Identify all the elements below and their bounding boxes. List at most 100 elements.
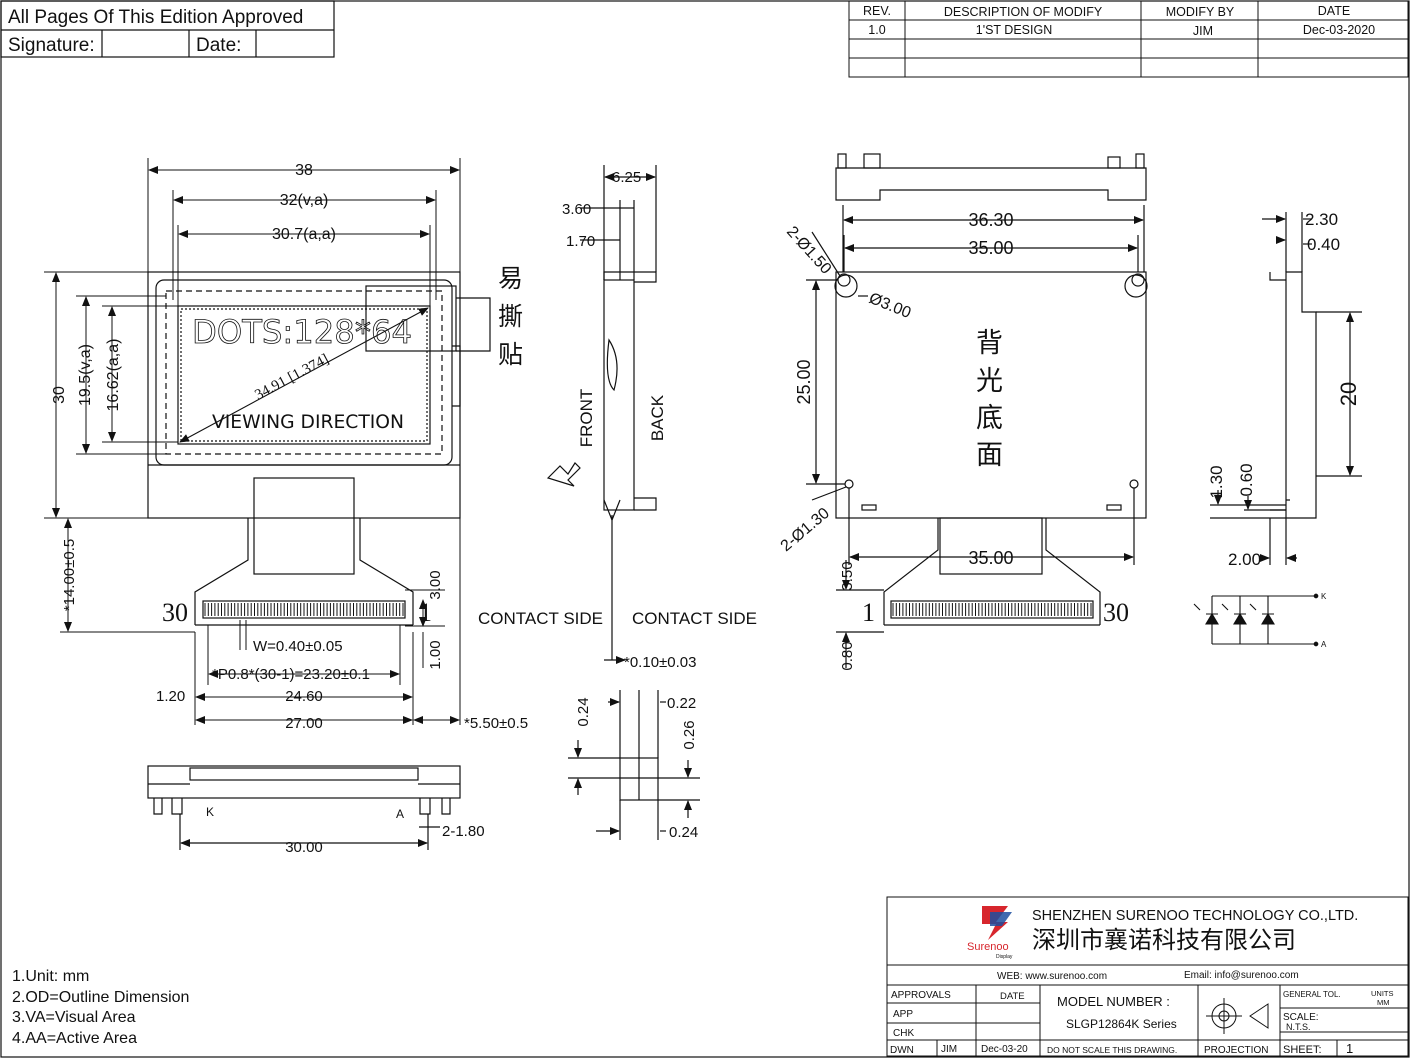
dim-back-350: 3.50 [839,561,856,590]
pin-width: W=0.40±0.05 [253,638,343,655]
dim-back-3630: 36.30 [968,210,1013,230]
diagonal-label: 34.91 [1.374] [252,351,331,403]
projection-label: PROJECTION [1204,1045,1268,1056]
dim-right-200: 2.00 [1228,550,1261,569]
app-label: APP [893,1009,913,1020]
desc-header: DESCRIPTION OF MODIFY [944,5,1103,19]
back-char-1: 背 [976,328,1003,358]
side-view [546,165,657,664]
back-char-3: 底 [976,403,1003,433]
dim-outline-height: 30 [51,386,68,404]
bottom-view [147,765,461,850]
dim-right-040: 0.40 [1307,235,1340,254]
dim-right-20: 20 [1336,382,1361,406]
peel-char-3: 贴 [498,341,523,369]
front-dimensions [44,158,461,725]
modify-by-header: MODIFY BY [1166,5,1235,19]
dim-fpc-length: *14.00±0.5 [61,539,78,611]
sheet-value: 1 [1346,1041,1353,1056]
modify-by-cell: JIM [1193,24,1213,38]
model-number: SLGP12864K Series [1066,1017,1177,1031]
led-schematic [1193,593,1319,647]
dim-bottom-30: 30.00 [285,839,323,856]
dim-2700: 27.00 [285,715,323,732]
web-label: WEB: www.surenoo.com [997,971,1107,982]
dim-550: *5.50±0.5 [464,715,528,732]
approvals-label: APPROVALS [891,990,951,1001]
dim-active-width: 30.7(a,a) [272,226,336,243]
dim-back-080: 0.80 [839,641,856,670]
company-logo [982,906,1012,940]
hole-130-label: 2-Ø1.30 [778,505,833,555]
led-label-k: K [1321,592,1327,601]
contact-side-right: CONTACT SIDE [632,609,757,628]
dim-visual-width: 32(v,a) [280,192,329,209]
date-cell: Dec-03-2020 [1303,23,1375,37]
note-2: 2.OD=Outline Dimension [12,989,189,1006]
led-label-a: A [1321,640,1327,649]
note-1: 1.Unit: mm [12,968,89,985]
dim-right-230: 2.30 [1305,210,1338,229]
hole-300-label: Ø3.00 [867,290,914,322]
side-front-label: FRONT [577,389,596,448]
back-char-2: 光 [976,366,1003,396]
back-pin-30: 30 [1103,598,1129,627]
contact-side-left: CONTACT SIDE [478,609,603,628]
units-value: MM [1377,998,1390,1007]
dim-1: 1.00 [427,640,444,669]
detail-dim-026: 0.26 [681,720,698,749]
side-back-label: BACK [648,394,667,441]
dim-active-height: 16.62(a,a) [105,339,122,412]
approval-box [0,0,335,58]
dwn-name: JIM [941,1044,957,1055]
dots-label: DOTS:128*64 [192,313,412,351]
tb-date-label: DATE [1000,991,1025,1002]
bottom-label-k: K [206,805,214,819]
front-pin-30: 30 [162,598,188,627]
note-4: 4.AA=Active Area [12,1030,137,1047]
hole-150-label: 2-Ø1.50 [783,223,834,277]
detail-view [568,690,700,840]
thickness-dim: *0.10±0.03 [624,654,696,671]
peel-char-2: 撕 [498,303,523,331]
bottom-label-a: A [396,807,404,821]
dim-side-625: 6.25 [612,169,641,186]
dim-visual-height: 19.5(v,a) [77,344,94,406]
date-header: DATE [1318,4,1350,18]
chk-label: CHK [893,1028,914,1039]
model-label: MODEL NUMBER : [1057,994,1170,1009]
general-tol-label: GENERAL TOL. [1283,990,1341,999]
no-scale-label: DO NOT SCALE THIS DRAWING. [1047,1045,1177,1055]
rev-header: REV. [863,4,891,18]
logo-sub: Display [996,954,1013,960]
date-label: Date: [196,35,241,56]
dim-side-170: 1.70 [566,233,595,250]
right-side-view [1210,212,1362,565]
back-pin-1: 1 [862,598,875,627]
signature-label: Signature: [8,35,95,56]
front-pin-1: 1 [419,598,432,627]
note-3: 3.VA=Visual Area [12,1009,136,1026]
company-name-en: SHENZHEN SURENOO TECHNOLOGY CO.,LTD. [1032,908,1358,924]
viewing-direction-label: VIEWING DIRECTION [212,411,404,433]
peel-char-1: 易 [498,265,523,293]
title-block [886,896,1409,1057]
dim-right-130: 1.30 [1207,465,1226,498]
company-name-cn: 深圳市襄诺科技有限公司 [1032,927,1296,954]
scale-value: N.T.S. [1286,1022,1311,1032]
dim-bottom-180: 2-1.80 [442,823,485,840]
dim-outline-width: 38 [295,162,313,179]
email-label: Email: info@surenoo.com [1184,970,1299,981]
approval-title: All Pages Of This Edition Approved [8,7,303,28]
back-view [806,153,1148,668]
dim-120: 1.20 [156,688,185,705]
dim-back-3500-bottom: 35.00 [968,548,1013,568]
diagonal-arrow [179,307,429,443]
detail-dim-022: 0.22 [667,695,696,712]
revision-table [848,0,1409,78]
dwn-date: Dec-03-20 [981,1044,1028,1055]
dwn-label: DWN [890,1045,914,1056]
units-label: UNITS [1371,989,1394,998]
back-char-4: 面 [976,440,1003,470]
